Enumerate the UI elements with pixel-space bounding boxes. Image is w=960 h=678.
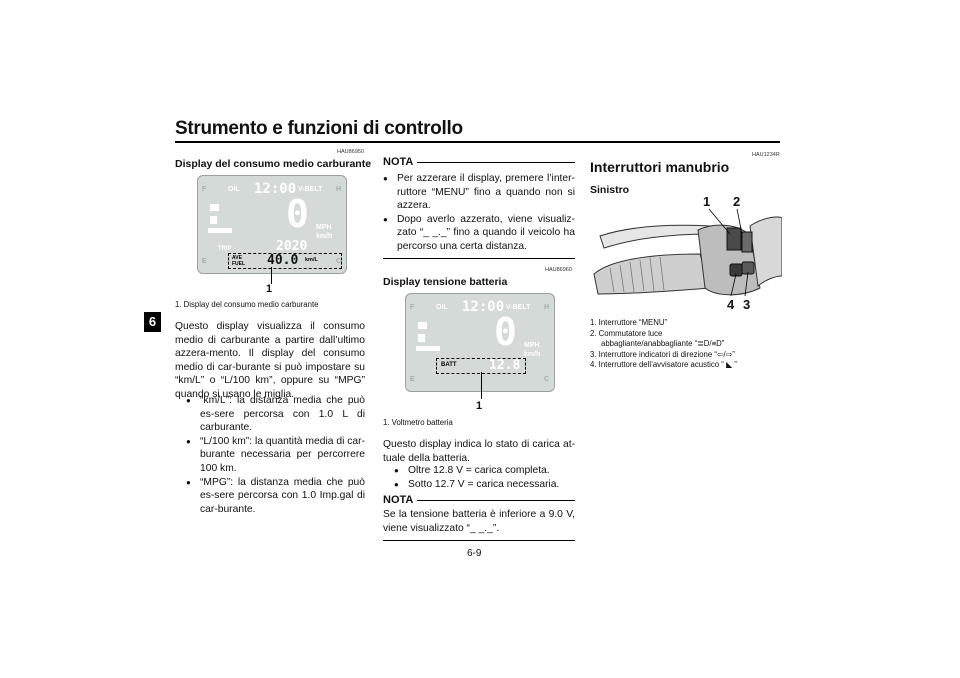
page-title: Strumento e funzioni di controllo — [175, 118, 463, 139]
temp-h-label: H — [544, 304, 550, 311]
col2-paragraph: Questo display indica lo stato di carica… — [383, 439, 575, 464]
col3-captions: 1. Interruttore “MENU” 2. Commutatore lu… — [590, 318, 782, 371]
temp-h-label: H — [336, 186, 342, 193]
col2-heading: Display tensione batteria — [383, 276, 508, 288]
col1-bullet: “km/L”: la distanza media che può es-ser… — [186, 394, 365, 435]
col1-caption: 1. Display del consumo medio carburante — [175, 300, 319, 309]
caption-tail: ” — [721, 339, 725, 348]
callout-1: 1 — [703, 194, 711, 209]
callout-4: 4 — [727, 297, 735, 312]
callout-3: 3 — [743, 297, 751, 312]
col1-bullet-list: “km/L”: la distanza media che può es-ser… — [186, 394, 365, 516]
caption-turn-text: 3. Interruttore indicatori di direzione … — [590, 349, 717, 359]
abs-warning-icon — [210, 204, 219, 211]
fuel-f-label: F — [410, 304, 415, 311]
turn-left-icon: ⇦ — [716, 349, 724, 359]
fuel-pump-icon — [210, 216, 217, 224]
battery-display-figure: F E H C OIL 12:00 V-BELT 0 MPH km/h BATT… — [405, 293, 555, 392]
nota-1: NOTA Per azzerare il display, premere l’… — [383, 156, 575, 254]
odometer: 2020 — [276, 239, 308, 254]
fuel-f-label: F — [202, 186, 207, 193]
high-beam-icon: ≣D — [697, 339, 710, 348]
fuel-e-label: E — [410, 376, 415, 383]
unit-kmh: km/h — [524, 351, 541, 358]
fuel-e-label: E — [202, 258, 207, 265]
temp-c-label: C — [544, 376, 550, 383]
chapter-tab: 6 — [144, 312, 161, 332]
dimmer-switch — [741, 231, 753, 253]
col1-bullet: “L/100 km”: la quantità media di car-bur… — [186, 435, 365, 476]
unit-kmh: km/h — [316, 233, 333, 240]
horn-icon: ◣ — [723, 360, 735, 369]
fuel-display-figure: F E H C OIL 12:00 V-BELT 0 MPH km/h TRIP… — [197, 175, 347, 274]
col1-bullet: “MPG”: la distanza media che può es-sere… — [186, 476, 365, 517]
callout-line — [481, 372, 482, 399]
nota-2: NOTA Se la tensione batteria è inferiore… — [383, 494, 575, 535]
page-number: 6-9 — [467, 548, 482, 559]
nota-1-bullet: Per azzerare il display, premere l’inter… — [383, 172, 575, 213]
temp-c-label: C — [336, 258, 342, 265]
callout-1: 1 — [266, 283, 273, 295]
avg-fuel-highlight: AVE FUEL 40.0 km/L — [228, 253, 342, 269]
nota-2-text: Se la tensione batteria è inferiore a 9.… — [383, 509, 575, 534]
brake-lever — [599, 224, 713, 249]
fuel-pump-icon — [418, 334, 425, 342]
caption-horn: 4. Interruttore dell’avvisatore acustico… — [590, 360, 782, 371]
low-beam-icon: ≡D — [711, 339, 722, 348]
avg-label-fuel: FUEL — [232, 261, 246, 267]
avg-fuel-value: 40.0 — [267, 253, 299, 268]
batt-label: BATT — [441, 362, 457, 368]
vbelt-label: V-BELT — [506, 304, 531, 311]
caption-menu-switch: 1. Interruttore “MENU” — [590, 318, 668, 327]
col2-bullet: Oltre 12.8 V = carica completa. — [394, 464, 575, 478]
trip-label: TRIP — [218, 246, 232, 252]
oil-label: OIL — [228, 186, 240, 193]
caption-dimmer-switch-line2: abbagliante/anabbagliante “≣D/≡D” — [601, 339, 725, 348]
caption-tail: ” — [734, 360, 737, 369]
callout-line — [271, 267, 272, 284]
nota-1-bullet: Dopo averlo azzerato, viene visualiz-zat… — [383, 213, 575, 254]
caption-dimmer-switch: 2. Commutatore luce — [590, 328, 663, 338]
abs-warning-icon — [418, 322, 427, 329]
speed-readout: 0 — [286, 192, 309, 236]
menu-switch — [726, 227, 742, 251]
callout-1: 1 — [476, 400, 483, 412]
col3-heading: Interruttori manubrio — [590, 159, 730, 175]
turn-right-icon: ⇨ — [725, 349, 733, 359]
vva-icon — [416, 346, 440, 351]
callout-2: 2 — [733, 194, 741, 209]
col1-code: HAU86950 — [337, 149, 364, 155]
nota-1-label: NOTA — [383, 156, 414, 168]
col2-caption: 1. Voltmetro batteria — [383, 418, 453, 427]
col1-paragraph: Questo display visualizza il consumo med… — [175, 321, 365, 400]
col2-code: HAU86960 — [545, 267, 572, 273]
clock: 12:00 — [462, 299, 505, 315]
speed-readout: 0 — [494, 310, 517, 354]
nota-1-end-rule — [383, 258, 575, 259]
nota-2-end-rule — [383, 540, 575, 541]
col2-bullet: Sotto 12.7 V = carica necessaria. — [394, 478, 575, 492]
avg-fuel-unit: km/L — [305, 257, 318, 263]
caption-horn-text: 4. Interruttore dell’avvisatore acustico… — [590, 360, 724, 369]
unit-mph: MPH — [316, 224, 332, 231]
nota-2-label: NOTA — [383, 494, 414, 506]
handlebar — [749, 216, 782, 287]
caption-tail: ” — [732, 349, 735, 359]
battery-voltage: 12.8 — [489, 358, 521, 373]
col1-heading: Display del consumo medio carburante — [175, 158, 372, 170]
vbelt-label: V-BELT — [298, 186, 323, 193]
col3-subheading: Sinistro — [590, 184, 630, 196]
unit-mph: MPH — [524, 342, 540, 349]
clock: 12:00 — [254, 181, 297, 197]
caption-dimmer-text: abbagliante/anabbagliante “ — [601, 339, 698, 348]
title-rule — [175, 141, 780, 143]
col2-bullet-list: Oltre 12.8 V = carica completa. Sotto 12… — [394, 464, 575, 491]
left-handlebar-illustration — [593, 208, 782, 297]
oil-label: OIL — [436, 304, 448, 311]
caption-turn-signal: 3. Interruttore indicatori di direzione … — [590, 349, 735, 359]
vva-icon — [208, 228, 232, 233]
col3-code: HAU1234R — [752, 152, 780, 158]
avg-label-ave: AVE — [232, 255, 242, 261]
